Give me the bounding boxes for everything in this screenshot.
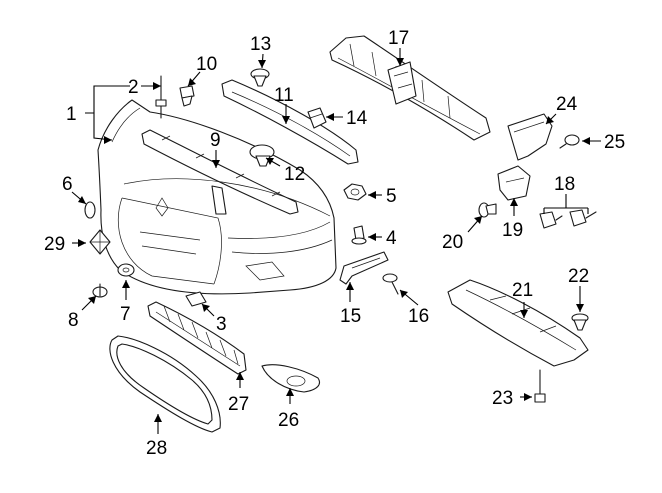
part-14-bracket — [307, 107, 327, 129]
callout-7: 7 — [120, 304, 131, 325]
part-24-bracket — [507, 113, 553, 161]
callout-6: 6 — [62, 174, 73, 195]
callout-20: 20 — [442, 232, 463, 253]
part-3-clip — [185, 291, 207, 307]
callout-13: 13 — [250, 34, 271, 55]
part-4-stud — [351, 225, 367, 245]
part-5-nut — [343, 183, 367, 201]
part-6-disc — [84, 201, 96, 219]
callout-1: 1 — [66, 104, 77, 125]
part-11-absorber — [221, 79, 359, 165]
callout-22: 22 — [568, 266, 589, 287]
part-7-spacer — [117, 263, 135, 277]
callout-2: 2 — [128, 77, 139, 98]
callout-3: 3 — [216, 314, 227, 335]
callout-15: 15 — [340, 306, 361, 327]
callout-24: 24 — [556, 94, 578, 115]
part-26-fog-bezel — [261, 364, 321, 393]
part-28-grille-frame — [109, 335, 221, 433]
callout-11: 11 — [274, 85, 294, 106]
callout-21: 21 — [512, 280, 533, 301]
callout-5: 5 — [386, 186, 397, 207]
callout-16: 16 — [408, 306, 429, 327]
part-25-screw — [559, 134, 580, 149]
callout-labels: 1 2 3 4 5 6 7 8 9 10 11 12 13 14 15 16 1… — [44, 28, 625, 459]
callout-28: 28 — [146, 438, 167, 459]
leader-lines — [71, 48, 601, 434]
callout-25: 25 — [604, 132, 625, 153]
part-10-clip — [179, 85, 195, 107]
callout-8: 8 — [68, 310, 79, 331]
part-19-bracket — [497, 165, 531, 201]
part-13-clip — [250, 68, 270, 87]
callout-12: 12 — [284, 164, 305, 185]
part-22-clip — [571, 313, 589, 331]
callout-19: 19 — [502, 220, 523, 241]
part-21-under-cover — [447, 279, 589, 367]
part-20-bulb — [478, 202, 497, 218]
part-18-bolts — [539, 209, 597, 229]
part-27-lower-grille — [147, 301, 247, 375]
callout-26: 26 — [278, 410, 299, 431]
callout-29: 29 — [44, 234, 65, 255]
callout-4: 4 — [386, 228, 397, 249]
part-17-reinforcement — [329, 35, 491, 141]
part-8-screw — [92, 283, 108, 298]
part-23-bolt — [534, 369, 546, 403]
part-2-bolt — [155, 75, 167, 119]
arrowheads — [78, 58, 590, 422]
part-29-emblem — [89, 229, 111, 255]
callout-10: 10 — [196, 54, 217, 75]
part-16-screw — [382, 273, 399, 295]
callout-18: 18 — [554, 174, 575, 195]
callout-14: 14 — [346, 108, 368, 129]
part-9-upper-bracket — [141, 129, 299, 215]
callout-23: 23 — [492, 388, 513, 409]
callout-27: 27 — [228, 394, 249, 415]
part-15-bracket — [339, 251, 389, 285]
callout-17: 17 — [388, 28, 409, 49]
callout-9: 9 — [210, 130, 221, 151]
